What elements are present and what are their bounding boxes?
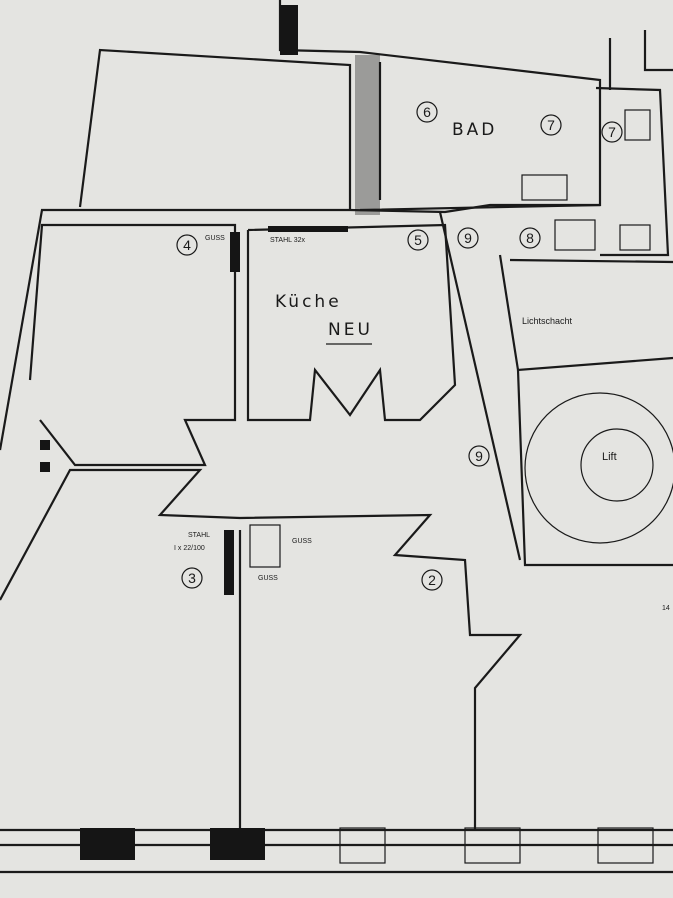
room-number: 7: [608, 124, 616, 140]
room-number: 4: [183, 237, 191, 253]
room-number: 3: [188, 570, 196, 586]
cast-iron-label: GUSS: [205, 235, 225, 242]
steel-beam-hall-label: STAHL: [188, 532, 210, 539]
walls: [0, 0, 673, 874]
annotations: BAD Küche NEU Lichtschacht Lift STAHL 32…: [174, 120, 670, 612]
kitchen-label: Küche: [275, 292, 342, 312]
room-numbers: 2 3 4 5 6 7 7 8 9 9: [176, 101, 623, 591]
room-number: 9: [475, 448, 483, 464]
cast-iron-label: GUSS: [258, 575, 278, 582]
kitchen-new-label: NEU: [328, 320, 373, 340]
light-shaft-label: Lichtschacht: [522, 316, 573, 326]
steel-beam-hall-spec: I x 22/100: [174, 545, 205, 552]
room-number: 8: [526, 230, 534, 246]
edge-number: 14: [662, 605, 670, 612]
room-number: 6: [423, 104, 431, 120]
room-number: 9: [464, 230, 472, 246]
steel-beam-label: STAHL 32x: [270, 237, 306, 244]
lift-label: Lift: [602, 451, 617, 463]
room-number: 7: [547, 117, 555, 133]
bath-label: BAD: [452, 120, 497, 140]
cast-iron-label: GUSS: [292, 538, 312, 545]
room-number: 2: [428, 572, 436, 588]
room-number: 5: [414, 232, 422, 248]
